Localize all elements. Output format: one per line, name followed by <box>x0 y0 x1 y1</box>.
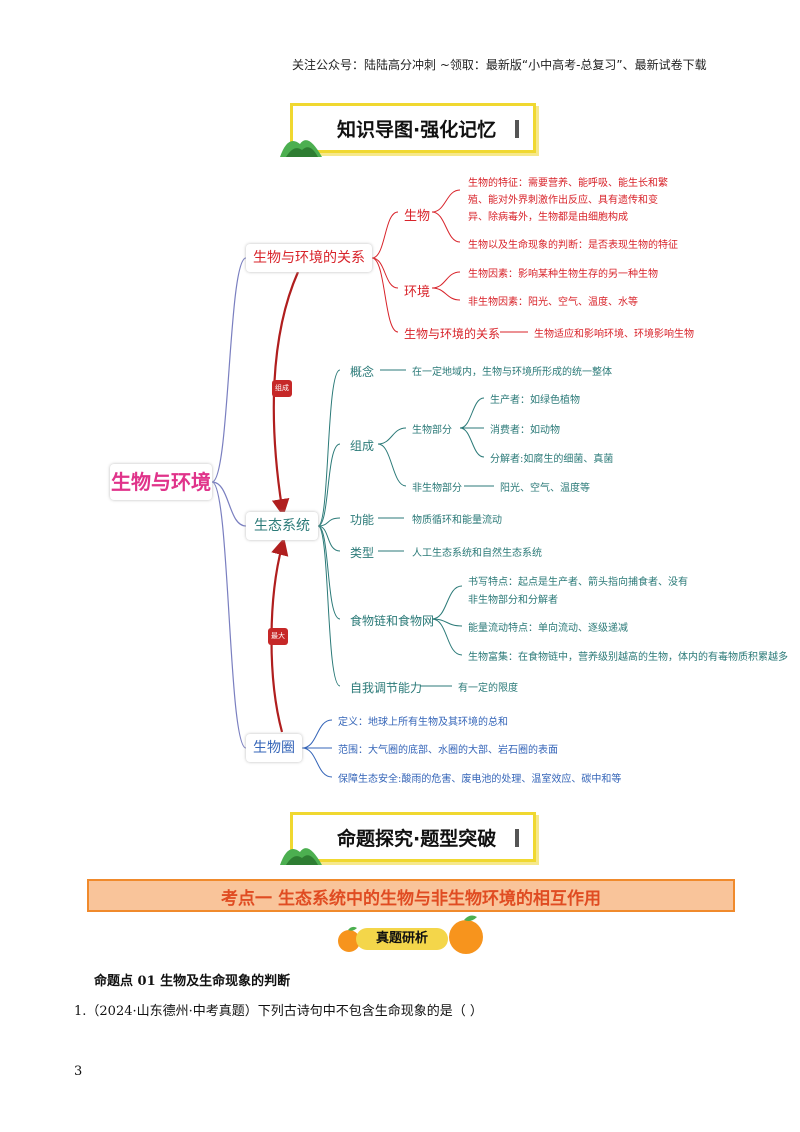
link-badge-lower-label: 最大 <box>271 632 285 640</box>
biosphere-definition: 定义：地球上所有生物及其环境的总和 <box>338 717 508 728</box>
organism-feature-3: 异、除病毒外，生物都是由细胞构成 <box>468 212 628 223</box>
type-label: 类型 <box>350 546 375 560</box>
section-title: 考点一 生态系统中的生物与非生物环境的相互作用 <box>221 889 601 909</box>
consumer: 消费者：如动物 <box>490 425 560 436</box>
relation-sub-label: 生物与环境的关系 <box>404 327 501 341</box>
biosphere-node: 生物圈 <box>246 734 302 762</box>
function-desc: 物质循环和能量流动 <box>412 515 502 526</box>
food-chain-write-1: 书写特点：起点是生产者、箭头指向捕食者、没有 <box>468 577 688 588</box>
environment-label: 环境 <box>404 285 431 300</box>
bio-part-label: 生物部分 <box>412 425 452 436</box>
mind-map-banner-title: 知识导图·强化记忆 <box>337 119 497 141</box>
banner-bar <box>515 120 519 138</box>
type-desc: 人工生态系统和自然生态系统 <box>412 548 542 559</box>
abiotic-factor: 非生物因素：阳光、空气、温度、水等 <box>468 297 638 308</box>
biosphere-protect: 保障生态安全:酸雨的危害、废电池的处理、温室效应、碳中和等 <box>338 774 622 785</box>
header-note: 关注公众号：陆陆高分冲刺 ~领取：最新版“小中高考-总复习”、最新试卷下载 <box>292 58 707 72</box>
mind-map-banner: 知识导图·强化记忆 <box>290 103 536 153</box>
abio-part-label: 非生物部分 <box>412 483 462 494</box>
food-chain-accum: 生物富集：在食物链中，营养级别越高的生物，体内的有毒物质积累越多 <box>468 652 788 663</box>
food-chain-label: 食物链和食物网 <box>350 614 435 628</box>
biosphere-range: 范围：大气圈的底部、水圈的大部、岩石圈的表面 <box>338 745 558 756</box>
center-node-label: 生物与环境 <box>111 470 211 494</box>
self-regulation-label: 自我调节能力 <box>350 681 423 695</box>
organism-judge: 生物以及生命现象的判断：是否表现生物的特征 <box>468 240 678 251</box>
page-number: 3 <box>74 1064 83 1079</box>
relation-node: 生物与环境的关系 <box>246 244 372 272</box>
function-label: 功能 <box>350 513 375 527</box>
organism-feature-2: 殖、能对外界刺激作出反应、具有遗传和变 <box>468 195 658 206</box>
organism-feature-1: 生物的特征：需要营养、能呼吸、能生长和繁 <box>468 178 668 189</box>
concept-desc: 在一定地域内，生物与环境所形成的统一整体 <box>412 367 612 378</box>
food-chain-energy: 能量流动特点：单向流动、逐级递减 <box>468 623 628 634</box>
self-regulation-desc: 有一定的限度 <box>458 683 518 694</box>
food-chain-write-2: 非生物部分和分解者 <box>468 595 558 606</box>
mind-map-lines <box>211 189 528 778</box>
badge: 真题研析 <box>356 928 448 950</box>
link-badge-upper-label: 组成 <box>275 384 289 392</box>
biotic-factor: 生物因素：影响某种生物生存的另一种生物 <box>468 269 658 280</box>
ecosystem-node-label: 生态系统 <box>254 518 310 534</box>
abio-part-desc: 阳光、空气、温度等 <box>500 483 590 494</box>
composition-label: 组成 <box>350 439 375 453</box>
relation-desc: 生物适应和影响环境、环境影响生物 <box>534 329 694 340</box>
relation-node-label: 生物与环境的关系 <box>253 250 365 266</box>
organism-label: 生物 <box>404 209 431 224</box>
link-badge-upper: 组成 <box>272 380 292 397</box>
concept-label: 概念 <box>350 365 375 379</box>
biosphere-node-label: 生物圈 <box>253 740 295 756</box>
orange-icon <box>338 926 360 952</box>
hill-icon <box>280 848 322 865</box>
center-node: 生物与环境 <box>110 464 212 500</box>
producer: 生产者：如绿色植物 <box>490 395 580 406</box>
badge-label: 真题研析 <box>375 931 428 946</box>
exam-banner: 命题探究·题型突破 <box>290 812 536 862</box>
question-heading: 命题点 01 生物及生命现象的判断 <box>94 974 291 989</box>
hill-icon <box>280 140 322 157</box>
question-line: 1.（2024·山东德州·中考真题）下列古诗句中不包含生命现象的是（ ） <box>74 1004 483 1019</box>
exam-banner-title: 命题探究·题型突破 <box>337 828 497 850</box>
section-banner: 考点一 生态系统中的生物与非生物环境的相互作用 <box>87 879 735 912</box>
link-badge-lower: 最大 <box>268 628 288 645</box>
ecosystem-node: 生态系统 <box>246 512 318 540</box>
orange-icon <box>449 915 483 954</box>
decomposer: 分解者:如腐生的细菌、真菌 <box>490 454 614 465</box>
banner-bar <box>515 829 519 847</box>
